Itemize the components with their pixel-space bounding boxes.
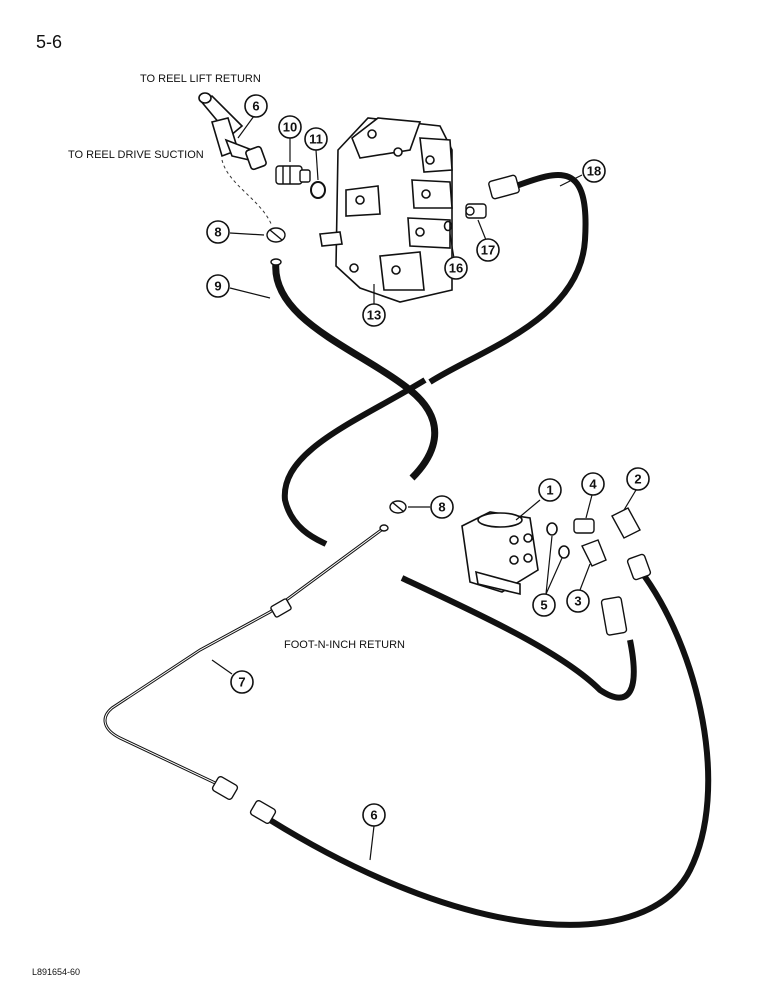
svg-text:11: 11 — [309, 132, 323, 147]
return-hose-fitting — [600, 596, 628, 636]
callout-7: 7 — [211, 659, 254, 694]
callout-4: 4 — [581, 472, 605, 519]
tee-fitting — [198, 92, 267, 171]
callout-17: 17 — [476, 219, 500, 262]
callout-11: 10 — [278, 115, 302, 162]
o-ring-5a — [546, 522, 558, 536]
callout-6: 6 — [362, 803, 386, 861]
callout-16: 16 — [444, 233, 468, 280]
hose-18 — [428, 171, 589, 385]
control-valve-block — [319, 117, 453, 303]
callout-3: 3 — [566, 563, 591, 613]
hose-6 — [268, 568, 712, 928]
svg-text:8: 8 — [214, 225, 221, 240]
svg-text:8: 8 — [438, 500, 445, 515]
svg-text:17: 17 — [481, 243, 495, 258]
hose-6-fittings — [249, 553, 652, 825]
callout-10: 6 — [237, 94, 268, 139]
svg-text:10: 10 — [283, 120, 297, 135]
hose-9 — [272, 261, 439, 481]
callout-12: 11 — [304, 127, 328, 181]
fitting-4 — [573, 518, 595, 534]
svg-text:9: 9 — [214, 279, 221, 294]
steering-control-unit — [461, 511, 539, 596]
svg-text:4: 4 — [589, 477, 597, 492]
svg-text:7: 7 — [238, 675, 245, 690]
callouts: 6 10 11 18 8 17 16 9 13 1 4 2 8 3 5 7 6 — [206, 94, 650, 861]
label-foot-n-inch-return: FOOT-N-INCH RETURN — [284, 639, 405, 651]
hose-clamp-upper — [266, 227, 286, 243]
straight-fitting-11 — [275, 165, 311, 185]
svg-text:16: 16 — [449, 261, 463, 276]
svg-text:3: 3 — [574, 594, 581, 609]
hose-clamp-lower — [389, 500, 407, 514]
svg-text:1: 1 — [546, 483, 553, 498]
callout-2: 2 — [623, 467, 650, 511]
page-number: 5-6 — [36, 32, 62, 52]
seal-ring-16 — [443, 220, 453, 232]
tube-7-inner — [104, 527, 385, 791]
svg-text:2: 2 — [634, 472, 641, 487]
fitting-17 — [465, 203, 487, 219]
callout-8-upper: 8 — [206, 220, 265, 244]
dashed-leader — [221, 159, 273, 227]
o-ring-12 — [310, 181, 326, 199]
return-hose — [400, 575, 637, 701]
tube-7-fittings — [211, 524, 389, 801]
svg-text:18: 18 — [587, 164, 601, 179]
hose-connector-9 — [281, 377, 427, 547]
hose-18-end-fitting — [488, 174, 520, 200]
svg-text:6: 6 — [252, 99, 259, 114]
callout-18: 18 — [559, 159, 606, 187]
callout-8-lower: 8 — [408, 495, 454, 519]
label-reel-drive-suction: TO REEL DRIVE SUCTION — [68, 149, 204, 161]
elbow-fitting-3 — [581, 539, 607, 567]
callout-13: 13 — [362, 284, 386, 327]
callout-1: 1 — [515, 478, 562, 521]
hose-9-end — [270, 258, 282, 266]
svg-text:13: 13 — [367, 308, 381, 323]
callout-5: 5 — [532, 535, 563, 617]
svg-text:6: 6 — [370, 808, 377, 823]
figure-code: L891654-60 — [32, 967, 80, 977]
o-ring-5b — [558, 545, 570, 559]
label-reel-lift-return: TO REEL LIFT RETURN — [140, 73, 261, 85]
svg-text:5: 5 — [540, 598, 547, 613]
callout-9: 9 — [206, 274, 271, 299]
elbow-fitting-2 — [611, 507, 641, 539]
